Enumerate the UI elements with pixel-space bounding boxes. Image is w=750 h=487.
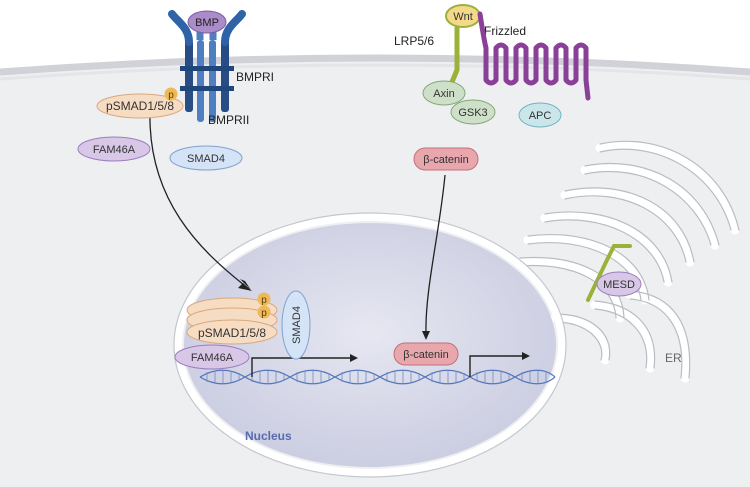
nucleus-label: Nucleus [245,429,292,443]
dna-helix [199,369,556,385]
nuclear-psmad-complex: pSMAD1/5/8 [186,297,278,345]
cytoplasmic-fam46a: FAM46A [77,136,151,162]
apc-label: APC [529,110,552,122]
svg-text:p: p [261,308,267,319]
bmp-receptor-complex [168,10,246,122]
plasma-membrane [0,54,750,76]
phospho-group-nuclear-1: p [257,292,271,306]
cytoplasmic-beta-catenin: β-catenin [413,147,479,171]
nuclear-psmad-label: pSMAD1/5/8 [198,326,266,340]
er-label: ER [665,351,682,365]
mesd-associated-lrp [586,244,632,302]
axin: Axin [422,80,466,106]
cytoplasmic-smad4-label: SMAD4 [187,153,225,165]
frizzled-label: Frizzled [484,24,526,38]
phospho-group-nuclear-2: p [257,305,271,319]
cytoplasmic-fam46a-label: FAM46A [93,144,136,156]
nucleus [184,223,556,467]
transcription-arrow-bmp [251,357,350,377]
nuclear-smad4-label: SMAD4 [291,306,303,344]
bmp-ligand: BMP [187,10,227,34]
cytoplasmic-smad4: SMAD4 [169,145,243,171]
bmpri-label: BMPRI [236,70,274,84]
phospho-group-cytoplasm: p [164,87,178,101]
apc: APC [518,102,562,128]
nuclear-beta-catenin-label: β-catenin [403,349,448,361]
mesd-label: MESD [603,279,635,291]
svg-text:p: p [261,295,267,306]
axin-label: Axin [433,88,454,100]
nuclear-beta-catenin: β-catenin [393,342,459,366]
nuclear-fam46a-label: FAM46A [191,352,234,364]
nuclear-smad4: SMAD4 [281,290,311,360]
arrow-bmp-to-nucleus [149,111,245,286]
lrp-label: LRP5/6 [394,34,434,48]
lrp-receptor [449,25,460,85]
mesd: MESD [596,271,642,297]
cytoplasmic-beta-catenin-label: β-catenin [423,154,468,166]
cytoplasmic-psmad: pSMAD1/5/8 [96,93,184,119]
frizzled-receptor [477,11,591,101]
gsk3-label: GSK3 [458,107,487,119]
svg-text:p: p [168,90,174,101]
nuclear-fam46a: FAM46A [174,344,250,370]
arrow-beta-catenin-to-nucleus [425,174,446,333]
wnt-label: Wnt [453,11,473,23]
transcription-arrow-wnt [469,355,522,377]
gsk3: GSK3 [450,99,496,125]
bmp-label: BMP [195,17,219,29]
wnt-ligand: Wnt [445,4,481,28]
nucleus-envelope [174,213,566,477]
cytoplasmic-psmad-label: pSMAD1/5/8 [106,99,174,113]
bmprii-label: BMPRII [208,113,249,127]
